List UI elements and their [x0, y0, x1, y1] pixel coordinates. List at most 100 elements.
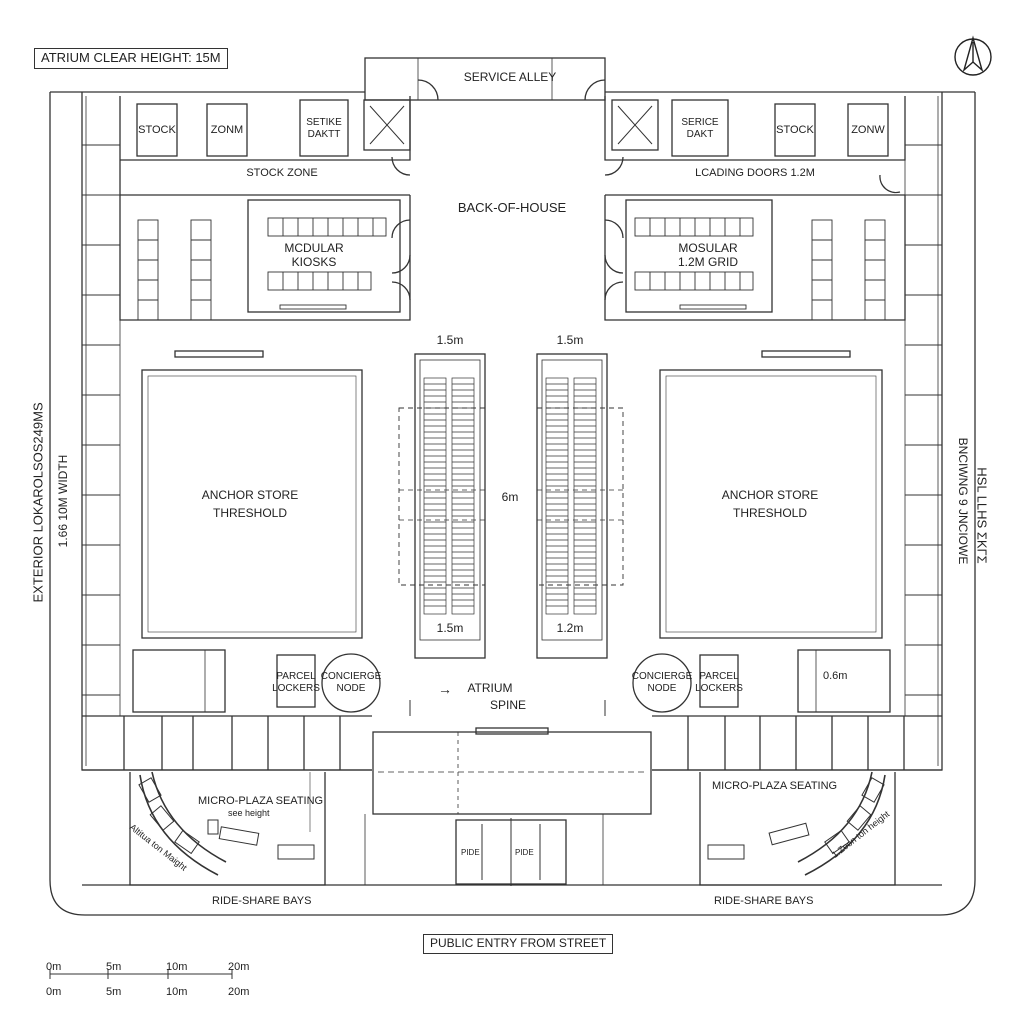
- wall-panels-right: [905, 144, 942, 696]
- escalator-right: [536, 353, 608, 659]
- scale-bot-0: 0m: [46, 986, 62, 998]
- scale-bar-line: [49, 969, 233, 979]
- bay-left: [132, 649, 226, 713]
- micro-plaza-left-curve: [129, 772, 326, 886]
- elevator-left: [363, 99, 411, 151]
- service-left-label-2: DAKTT: [307, 129, 341, 140]
- boh-left-wall: [119, 96, 411, 196]
- outer-wall: [49, 91, 976, 916]
- concierge-right-label-1: CONCIERGE: [631, 671, 693, 682]
- zone-right-label: ZONW: [851, 124, 885, 136]
- kiosks-left-label-2: KIOSKS: [291, 255, 337, 269]
- service-right-room: [671, 99, 729, 157]
- zone-right-room: [847, 103, 889, 157]
- anchor-right-label-1: ANCHOR STORE: [721, 488, 819, 502]
- public-entry-label: PUBLIC ENTRY FROM STREET: [423, 934, 614, 954]
- anchor-left-label-1: ANCHOR STORE: [201, 488, 299, 502]
- scale-bot-5: 5m: [106, 986, 122, 998]
- kiosks-right-label-1: MOSULAR: [678, 241, 738, 255]
- escalator-track: [573, 377, 597, 615]
- scale-top-10: 10m: [166, 961, 188, 973]
- scale-top-5: 5m: [106, 961, 122, 973]
- stock-zone-label: STOCK ZONE: [246, 167, 318, 179]
- loading-doors-label: LCADING DOORS 1.2M: [695, 167, 815, 179]
- parcel-left-label-1: PARCEL: [276, 671, 316, 682]
- service-right-label-2: DAKT: [686, 129, 714, 140]
- anchor-store-left: [141, 369, 363, 639]
- door-label-2: PIDE: [515, 848, 534, 857]
- stock-right-room: [774, 103, 816, 157]
- kiosk-right-frame: [625, 199, 773, 313]
- rack-column-4: [864, 219, 886, 321]
- kiosk-rows-right: [634, 217, 754, 310]
- anchor-store-right: [659, 369, 883, 639]
- scale-top-0: 0m: [46, 961, 62, 973]
- rack-column-2: [190, 219, 212, 321]
- stock-left-label: STOCK: [138, 124, 176, 136]
- parcel-lockers-right-box: [699, 654, 739, 708]
- entry-vestibule: [372, 731, 652, 815]
- kiosk-rows-left: [267, 217, 387, 310]
- side-text-left-inner: 1.66 10M WIDTH: [56, 454, 70, 548]
- service-alley: [364, 57, 606, 101]
- escalator-track: [423, 377, 447, 615]
- north-arrow-icon: [954, 35, 992, 76]
- boh-right-wall: [604, 96, 906, 196]
- micro-plaza-right-label: MICRO-PLAZA SEATING: [712, 780, 838, 792]
- stock-left-room: [136, 103, 178, 157]
- esc-top-right-dim: 1.5m: [556, 333, 584, 347]
- side-text-right-inner: HSL LLHS ΣΚΓΣ: [974, 467, 990, 564]
- esc-bot-right-dim: 1.2m: [556, 621, 584, 635]
- atrium-height-label: ATRIUM CLEAR HEIGHT: 15M: [34, 48, 228, 69]
- atrium-spine-label-1: ATRIUM: [467, 681, 513, 695]
- esc-bot-left-dim: 1.5m: [436, 621, 464, 635]
- concierge-left-circle: [321, 653, 381, 713]
- parcel-right-label-1: PARCEL: [699, 671, 739, 682]
- scale-bot-20: 20m: [228, 986, 250, 998]
- anchor-store-right-inner: [665, 375, 877, 633]
- parcel-lockers-left-box: [276, 654, 316, 708]
- storefront-left: [82, 715, 372, 771]
- storefront-right: [652, 715, 942, 771]
- escalator-track: [451, 377, 475, 615]
- anchor-right-label-2: THRESHOLD: [732, 506, 807, 520]
- atrium-spine-label-2: SPINE: [489, 698, 526, 712]
- ride-share-right-label: RIDE-SHARE BAYS: [714, 895, 814, 907]
- concierge-left-label-1: CONCIERGE: [320, 671, 382, 682]
- bay-right-dim: 0.6m: [823, 670, 848, 682]
- scale-top-20: 20m: [228, 961, 250, 973]
- atrium-arrow-icon: →: [438, 681, 452, 697]
- wall-panels-left: [82, 144, 120, 696]
- seat-height-label: see height: [228, 808, 270, 818]
- anchor-left-label-2: THRESHOLD: [212, 506, 287, 520]
- zone-left-room: [206, 103, 248, 157]
- parcel-right-label-2: LOCKERS: [695, 683, 743, 694]
- inner-wall: [81, 92, 943, 771]
- inner-wall-2: [85, 96, 939, 766]
- kiosks-right-label-2: 1.2M GRID: [677, 255, 738, 269]
- rack-column-3: [811, 219, 833, 321]
- zone-left-label: ZONM: [210, 124, 244, 136]
- rack-column-1: [137, 219, 159, 321]
- bay-right: [797, 649, 891, 713]
- concierge-left-label-2: NODE: [336, 683, 366, 694]
- concierge-right-label-2: NODE: [647, 683, 677, 694]
- micro-plaza-left-label: MICRO-PLAZA SEATING: [198, 795, 324, 807]
- anchor-store-left-inner: [147, 375, 357, 633]
- kiosks-left-label-1: MCDULAR: [284, 241, 344, 255]
- door-label-1: PIDE: [461, 848, 480, 857]
- side-text-left-outer: EXTERIOR LOKAROLSOS249MS: [30, 402, 46, 603]
- stock-right-label: STOCK: [776, 124, 814, 136]
- service-left-label-1: SETIKE: [306, 117, 342, 128]
- service-left-room: [299, 99, 349, 157]
- scale-bot-10: 10m: [166, 986, 188, 998]
- back-of-house-label: BACK-OF-HOUSE: [457, 200, 567, 215]
- concierge-right-circle: [632, 653, 692, 713]
- ride-share-left-label: RIDE-SHARE BAYS: [212, 895, 312, 907]
- kiosk-left-frame: [247, 199, 401, 313]
- service-alley-label: SERVICE ALLEY: [463, 70, 557, 84]
- service-right-label-1: SERICE: [681, 117, 719, 128]
- elevator-right: [611, 99, 659, 151]
- escalator-left: [414, 353, 486, 659]
